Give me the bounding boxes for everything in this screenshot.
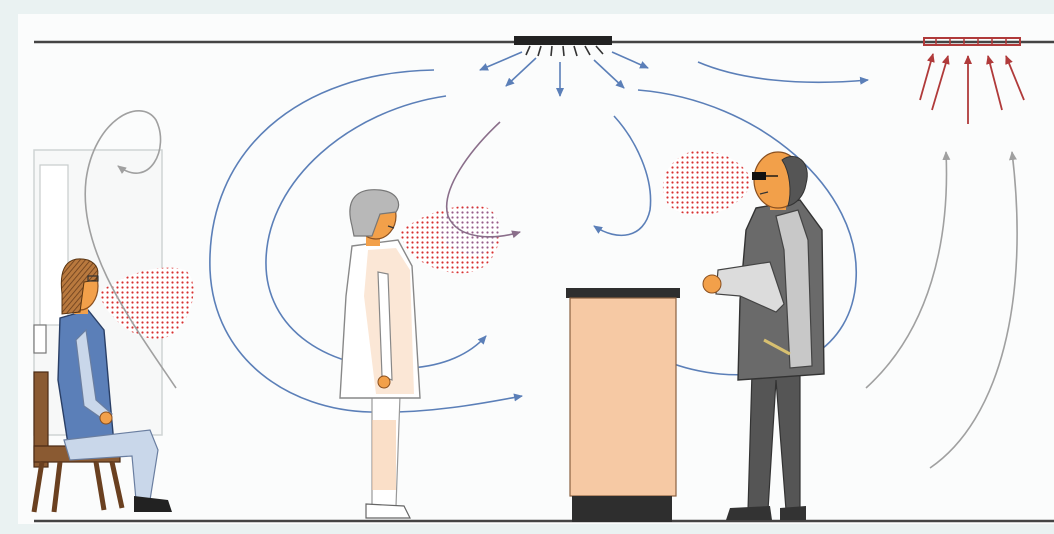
desk-icon	[566, 288, 680, 522]
